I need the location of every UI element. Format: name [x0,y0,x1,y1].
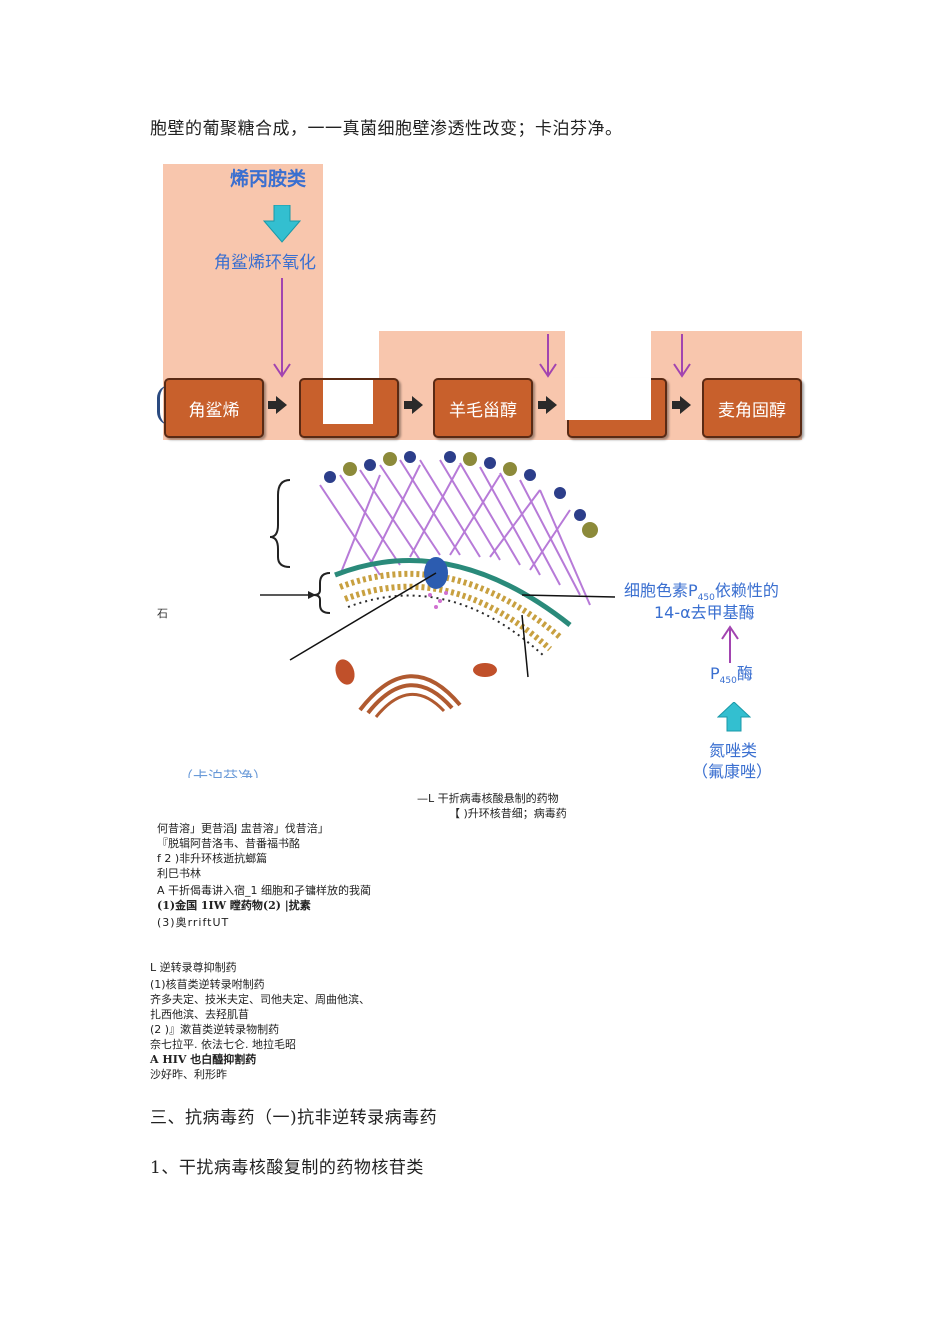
label-azoles: 氮唑类 [709,741,758,760]
label-fluconazole: （氟康唑） [692,762,773,781]
section-heading-antiviral: 三、抗病毒药（一)抗非逆转录病毒药 [150,1108,438,1128]
right-line-1: —L 干折病毒核酸悬制的药物 [417,792,559,805]
rt-line: A HIV 也白醯抑割药 [150,1053,257,1066]
left-line: f 2 )非升环核逝抗螂篇 [157,852,268,865]
circle-edge-mark [157,385,170,425]
section-heading-nucleoside: 1、干扰病毒核酸复制的药物核苷类 [150,1158,424,1178]
purple-down-arrow-icon-1 [273,278,291,378]
label-demethylase: 14-α去甲基酶 [654,603,755,622]
right-text-block: —L 干折病毒核酸悬制的药物 【 )升环核昔细；病毒药 [417,791,567,821]
right-arrow-icon-2 [412,396,423,414]
purple-up-arrow-icon [721,625,739,663]
stray-mark: 石 [157,607,168,620]
box-squalene: 角鲨烯 [164,378,264,438]
left-line: 何昔溶」更昔滔J 盅昔溶」伐昔涪」 [157,822,329,835]
purple-down-arrow-icon-2 [539,334,557,378]
box-lanosterol: 羊毛甾醇 [433,378,533,438]
ergosterol-pathway-diagram: 烯丙胺类 角鲨烯环氧化 角鲨烯 羊毛甾醇 麦角固醇 [157,164,802,781]
teal-up-arrow-icon [717,702,751,732]
mask-box-4 [565,378,651,420]
right-arrow-icon-1 [276,396,287,414]
right-line-2: 【 )升环核昔细；病毒药 [449,807,567,820]
rt-line: L 逆转录尊抑制药 [150,961,237,974]
label-caspofungin-partial: （卡泊芬净） [178,768,269,778]
rt-line: 沙好昨、利形昨 [150,1068,227,1081]
rt-line: 扎西他滨、去羟肌苜 [150,1008,249,1021]
left-line: 『脱辑阿昔洛韦、昔番福书酩 [157,837,300,850]
reverse-transcriptase-block: L 逆转录尊抑制药 (1)核苜类逆转录咐制药 齐多夫定、技米夫定、司他夫定、周曲… [150,960,370,1082]
label-squalene-epoxidase: 角鲨烯环氧化 [214,253,316,273]
left-line: A 干折偈毒讲入宿_1 细胞和孑镛样放的我蔺 [157,884,372,897]
rt-line: (2 )』漱苜类逆转录物制药 [150,1023,280,1036]
right-arrow-icon-4 [680,396,691,414]
teal-down-arrow-icon [263,205,301,243]
label-allylamine: 烯丙胺类 [230,168,307,190]
left-text-block: 何昔溶」更昔滔J 盅昔溶」伐昔涪」 『脱辑阿昔洛韦、昔番福书酩 f 2 )非升环… [157,821,371,930]
top-sentence: 胞壁的葡聚糖合成，一一真菌细胞壁渗透性改变；卡泊芬净。 [150,119,623,139]
cell-membrane-illustration [260,451,616,718]
mask-box-2 [323,380,373,424]
left-line: 利巳书林 [157,867,201,880]
label-p450-enzyme: P450酶 [710,664,753,687]
rt-line: 奈七拉平. 依法七仑. 地拉毛昭 [150,1038,296,1051]
left-line: (1)金国 1IW 瞠药物(2) |扰素 [157,899,311,912]
box-ergosterol: 麦角固醇 [702,378,802,438]
left-line: (3)奥rriftUT [157,916,230,929]
purple-down-arrow-icon-3 [673,334,691,378]
rt-line: (1)核苜类逆转录咐制药 [150,978,265,991]
rt-line: 齐多夫定、技米夫定、司他夫定、周曲他滨、 [150,993,370,1006]
right-arrow-icon-3 [546,396,557,414]
label-p450-dependent: 细胞色素P450依赖性的 [624,581,779,604]
